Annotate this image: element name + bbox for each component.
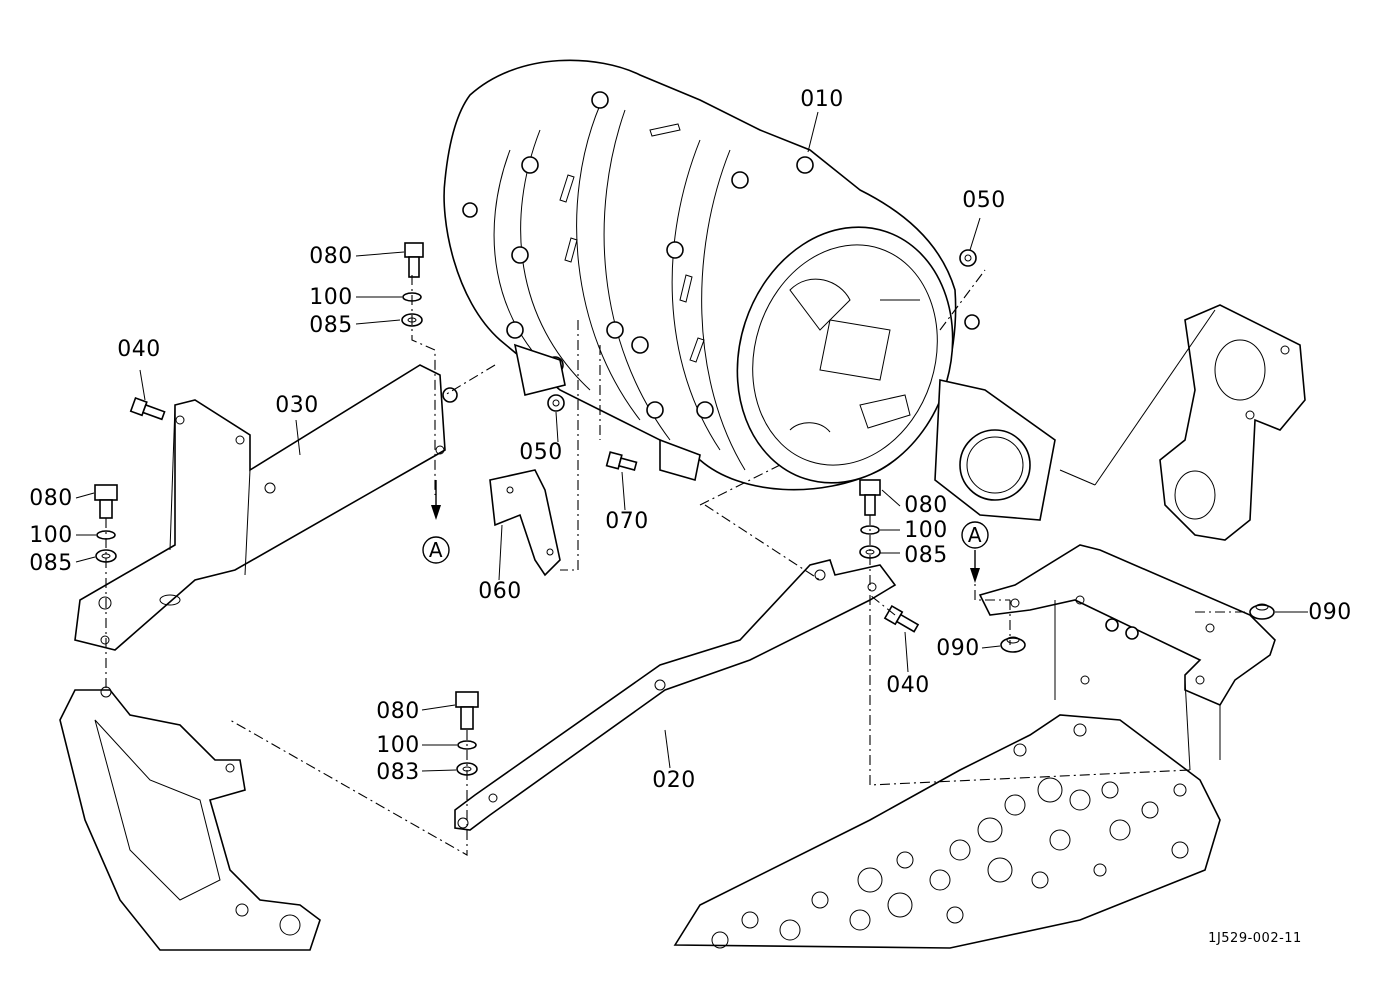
nut-050-top	[959, 249, 977, 267]
leader-lines	[75, 111, 1308, 772]
bolt-070	[605, 451, 638, 471]
plate-060	[489, 469, 561, 577]
callout-a-left: A	[422, 480, 450, 564]
nut-050-flange	[964, 314, 980, 330]
bracket-030	[74, 364, 458, 651]
label-050-top: 050	[962, 188, 1006, 213]
label-085-top: 085	[309, 313, 353, 338]
label-080-top: 080	[309, 244, 353, 269]
label-040-right: 040	[886, 673, 930, 698]
label-040-left: 040	[117, 337, 161, 362]
assembly-lines	[105, 269, 1245, 856]
label-090-left: 090	[936, 636, 980, 661]
engine-bracket-lower-left	[59, 686, 321, 951]
label-100-left: 100	[29, 523, 73, 548]
label-100-right: 100	[904, 518, 948, 543]
bolt-080-right	[859, 479, 881, 516]
bolt-080-left	[94, 484, 118, 519]
label-010: 010	[800, 87, 844, 112]
bolt-040-right	[883, 604, 920, 633]
washer-085-right	[859, 545, 881, 559]
part-labels: 010 050 050 080 100 085 040 030 080 100 …	[29, 87, 1352, 793]
callout-a-right: A	[961, 521, 989, 583]
label-030: 030	[275, 393, 319, 418]
washer-083-bottom	[456, 762, 478, 776]
label-080-right: 080	[904, 493, 948, 518]
callout-a-right-label: A	[968, 523, 982, 547]
nut-090-right	[1249, 603, 1275, 620]
label-060: 060	[478, 579, 522, 604]
nut-050-mid	[547, 394, 565, 412]
label-020: 020	[652, 768, 696, 793]
label-085-left: 085	[29, 551, 73, 576]
callout-a-left-label: A	[429, 538, 443, 562]
label-050-mid: 050	[519, 440, 563, 465]
bracket-020	[454, 559, 897, 831]
label-080-bottom: 080	[376, 699, 420, 724]
label-100-top: 100	[309, 285, 353, 310]
label-080-left: 080	[29, 486, 73, 511]
label-090-right: 090	[1308, 600, 1352, 625]
label-100-bottom: 100	[376, 733, 420, 758]
label-085-right: 085	[904, 543, 948, 568]
exhaust-manifold	[1094, 304, 1306, 541]
cylinder-head	[673, 714, 1221, 949]
label-083: 083	[376, 760, 420, 785]
figure-code: 1J529-002-11	[1208, 931, 1302, 946]
bracket-right	[978, 544, 1276, 771]
label-070: 070	[605, 509, 649, 534]
bolt-080-top	[404, 242, 424, 278]
nut-090-left	[1000, 636, 1026, 653]
bolt-080-bottom	[455, 691, 479, 730]
fasteners	[94, 242, 1275, 776]
dpf-muffler-010	[443, 59, 1096, 521]
bolt-040-left	[129, 397, 166, 421]
